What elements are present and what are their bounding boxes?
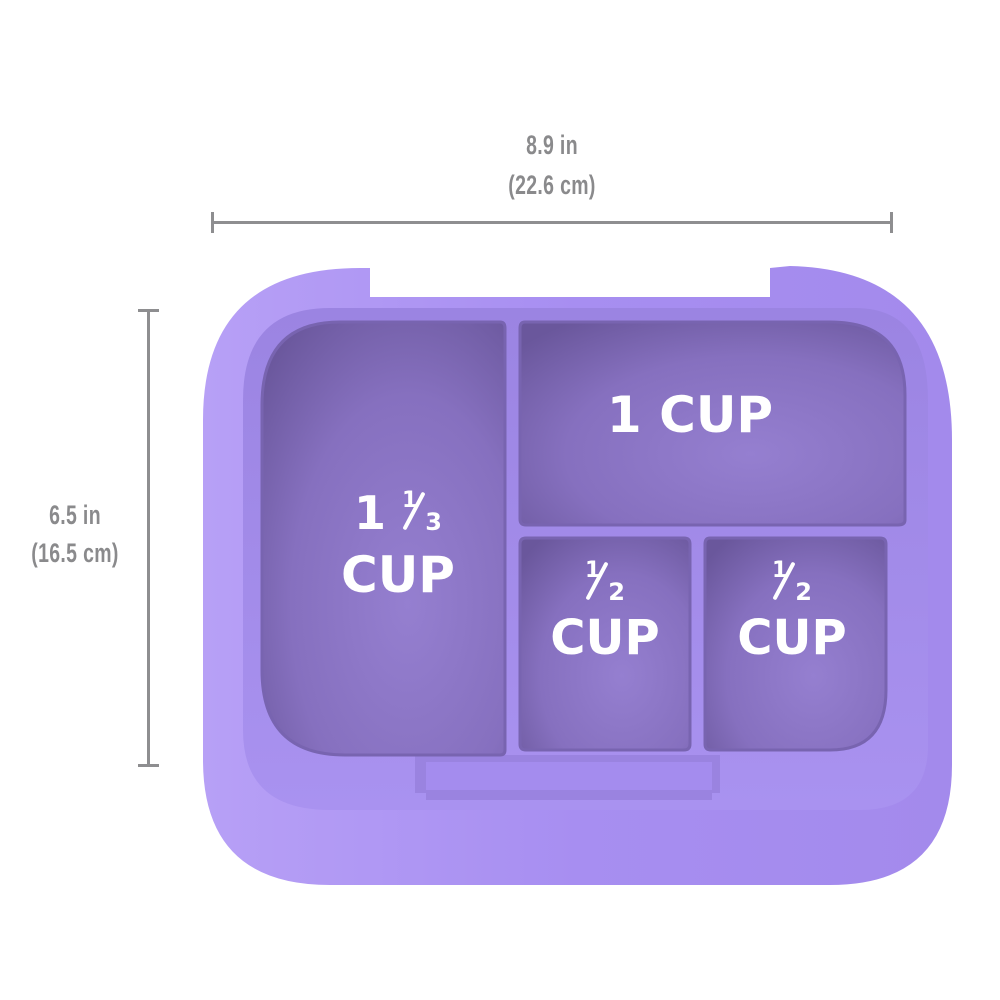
compartment-top-right bbox=[518, 320, 907, 527]
width-cm-label: (22.6 cm) bbox=[508, 170, 596, 200]
compartment-label-large-left: 1 1 3 CUP bbox=[318, 486, 478, 604]
height-dimension-cap-bottom bbox=[138, 764, 159, 767]
fraction-one-half: 1 2 bbox=[772, 558, 812, 606]
compartment-label-bottom-middle: 1 2 CUP bbox=[525, 558, 685, 666]
unit-label: CUP bbox=[341, 546, 455, 604]
width-inches-label: 8.9 in bbox=[526, 130, 578, 160]
height-inches-label: 6.5 in bbox=[49, 500, 101, 530]
compartment-label-top-right: 1 CUP bbox=[606, 386, 774, 444]
height-cm-label: (16.5 cm) bbox=[31, 538, 119, 568]
unit-label: CUP bbox=[550, 610, 660, 666]
unit-label: CUP bbox=[737, 610, 847, 666]
height-dimension-line bbox=[147, 310, 150, 766]
compartment-bottom-right bbox=[703, 536, 888, 752]
width-dimension-line bbox=[212, 221, 892, 224]
compartment-label-bottom-right: 1 2 CUP bbox=[712, 558, 872, 666]
fraction-one-third: 1 3 bbox=[402, 488, 442, 536]
whole-number: 1 bbox=[353, 486, 386, 540]
compartment-bottom-middle bbox=[518, 536, 692, 752]
width-dimension-cap-left bbox=[211, 212, 214, 233]
fraction-one-half: 1 2 bbox=[585, 558, 625, 606]
height-dimension-cap-top bbox=[138, 309, 159, 312]
compartment-large-left bbox=[260, 320, 507, 757]
width-dimension-cap-right bbox=[890, 212, 893, 233]
